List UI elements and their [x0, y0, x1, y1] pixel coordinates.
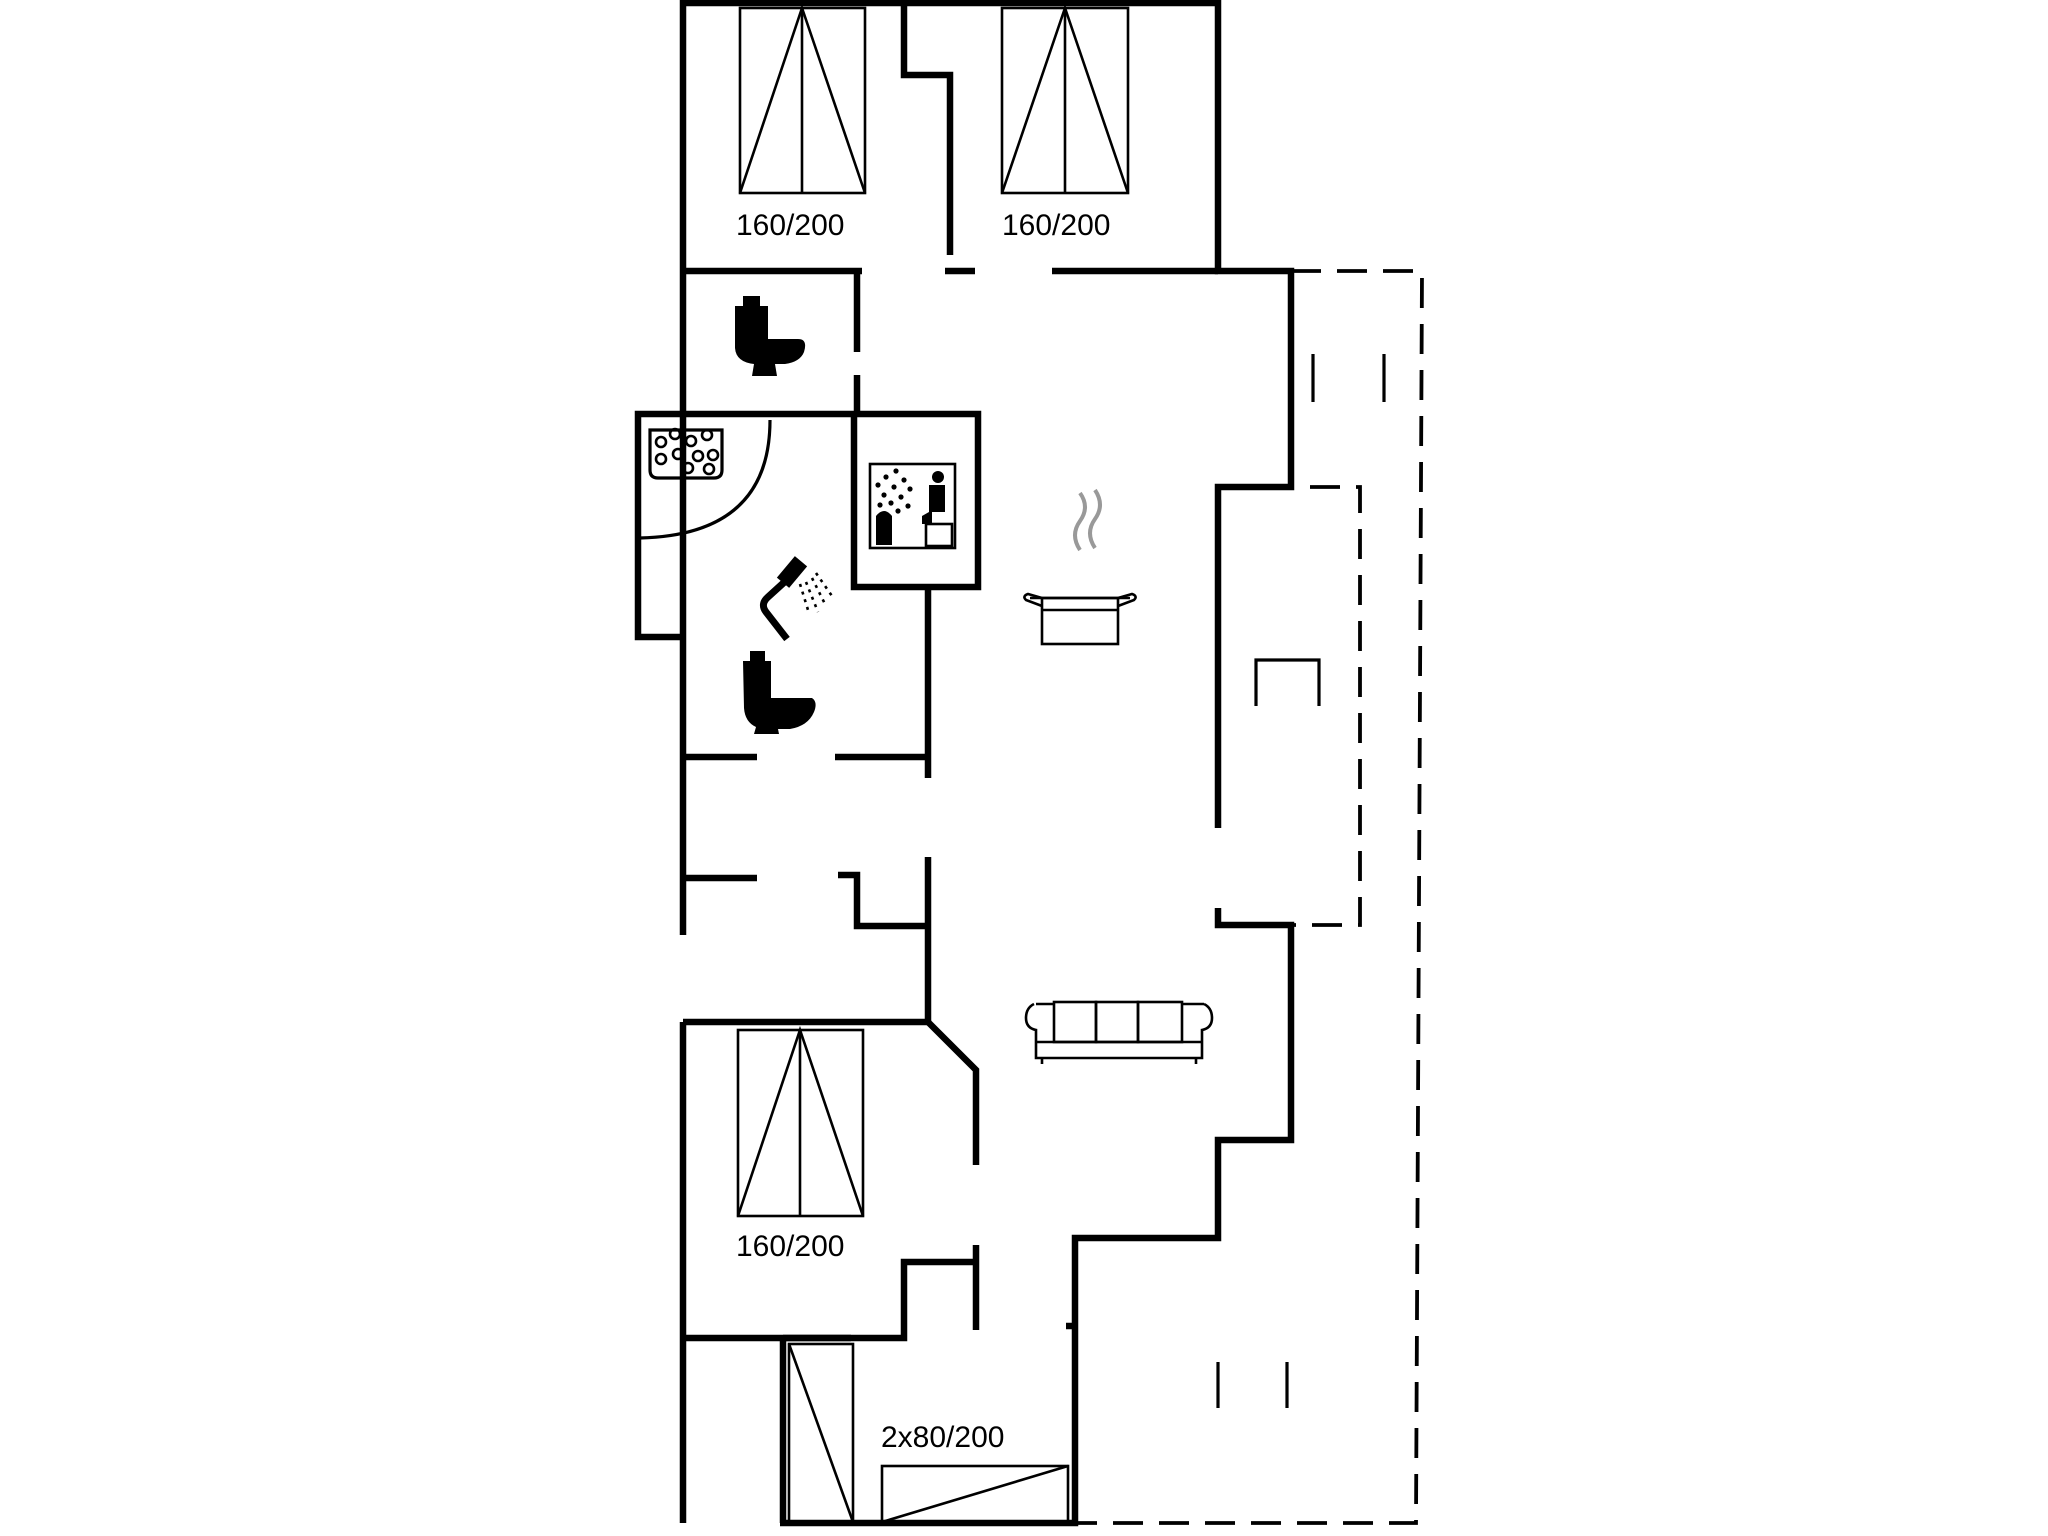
whirlpool-icon	[648, 427, 724, 480]
bed-top-left	[738, 3, 867, 195]
bed-singles	[787, 1342, 1070, 1524]
interior-walls	[683, 3, 1218, 1523]
cooking-pot-icon	[1023, 488, 1137, 646]
bed-label-top-left: 160/200	[736, 209, 844, 242]
door-swing	[639, 419, 772, 540]
toilet-icon	[735, 296, 806, 376]
terrace-markers	[1216, 354, 1386, 1408]
bed-label-top-right: 160/200	[1002, 209, 1110, 242]
toilet-icon	[743, 651, 816, 734]
shower-icon	[759, 556, 834, 642]
bed-label-bottom: 160/200	[736, 1230, 844, 1263]
sofa-icon	[1024, 1000, 1214, 1064]
bed-top-right	[1000, 3, 1130, 195]
bed-label-singles: 2x80/200	[881, 1421, 1004, 1454]
sauna-icon	[868, 462, 957, 550]
bed-bottom	[736, 1025, 865, 1218]
terrace-outlines	[1075, 269, 1424, 1525]
